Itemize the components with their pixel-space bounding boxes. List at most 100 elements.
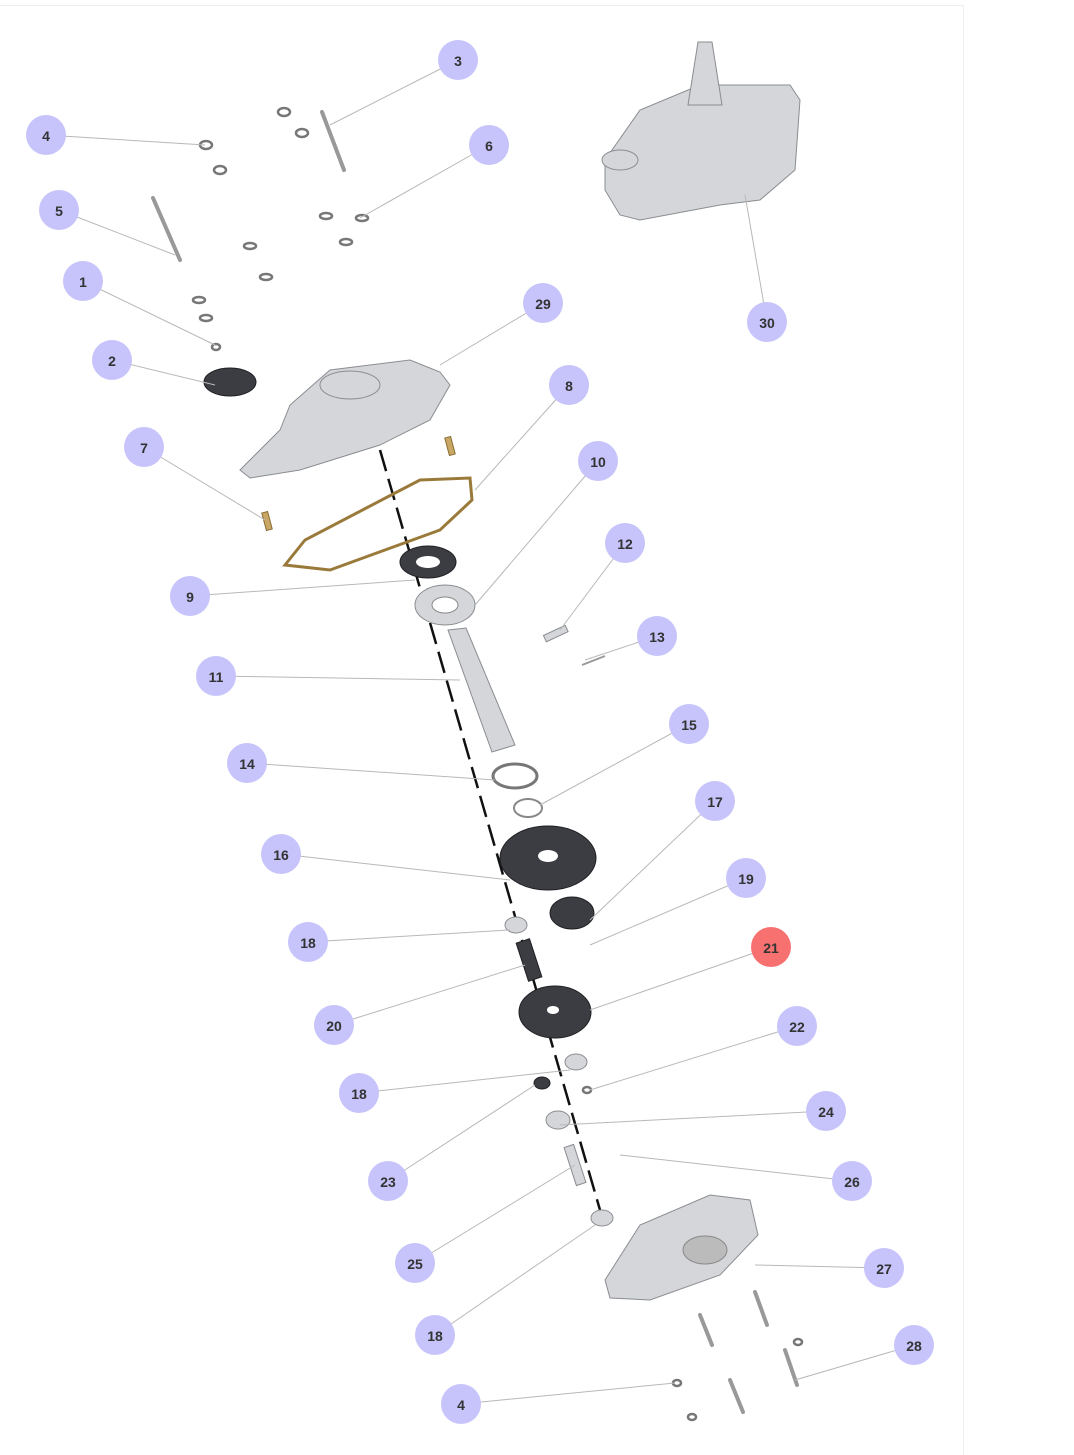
callout-part-22[interactable]: 22: [777, 1006, 817, 1046]
callout-circle[interactable]: [339, 1073, 379, 1113]
callout-circle[interactable]: [26, 115, 66, 155]
callout-part-1[interactable]: 1: [63, 261, 103, 301]
leader-line: [474, 384, 570, 491]
callout-part-11[interactable]: 11: [196, 656, 236, 696]
callout-part-18[interactable]: 18: [339, 1073, 379, 1113]
callout-circle[interactable]: [63, 261, 103, 301]
callout-part-13[interactable]: 13: [637, 616, 677, 656]
callout-label: 7: [140, 440, 148, 456]
callout-circle[interactable]: [441, 1384, 481, 1424]
callout-part-18[interactable]: 18: [288, 922, 328, 962]
leader-line: [434, 1224, 596, 1336]
callout-part-21[interactable]: 21: [751, 927, 791, 967]
callout-label: 26: [844, 1174, 860, 1190]
callout-circle[interactable]: [415, 1315, 455, 1355]
callout-circle[interactable]: [864, 1248, 904, 1288]
callout-part-9[interactable]: 9: [170, 576, 210, 616]
callout-circle[interactable]: [314, 1005, 354, 1045]
callout-circle[interactable]: [726, 858, 766, 898]
callout-part-14[interactable]: 14: [227, 743, 267, 783]
callout-part-24[interactable]: 24: [806, 1091, 846, 1131]
callout-circle[interactable]: [669, 704, 709, 744]
callout-part-6[interactable]: 6: [469, 125, 509, 165]
callout-circle[interactable]: [261, 834, 301, 874]
callout-part-4[interactable]: 4: [441, 1384, 481, 1424]
callout-part-28[interactable]: 28: [894, 1325, 934, 1365]
callout-label: 4: [42, 128, 50, 144]
callout-part-23[interactable]: 23: [368, 1161, 408, 1201]
callout-circle[interactable]: [288, 922, 328, 962]
callout-circle[interactable]: [747, 302, 787, 342]
callout-circle[interactable]: [170, 576, 210, 616]
callout-circle[interactable]: [196, 656, 236, 696]
callout-circle[interactable]: [549, 365, 589, 405]
leader-line: [474, 460, 599, 606]
callout-part-8[interactable]: 8: [549, 365, 589, 405]
callout-part-12[interactable]: 12: [605, 523, 645, 563]
callout-part-18[interactable]: 18: [415, 1315, 455, 1355]
leader-line: [589, 800, 716, 921]
parts-illustration: [151, 41, 804, 1422]
callout-part-29[interactable]: 29: [523, 283, 563, 323]
shaft-part: [447, 627, 516, 753]
callout-label: 23: [380, 1174, 396, 1190]
callout-label: 29: [535, 296, 551, 312]
callout-label: 13: [649, 629, 665, 645]
callout-label: 18: [427, 1328, 443, 1344]
leader-line: [744, 194, 768, 323]
leader-line: [539, 723, 690, 806]
callout-circle[interactable]: [777, 1006, 817, 1046]
callout-circle[interactable]: [751, 927, 791, 967]
callout-part-25[interactable]: 25: [395, 1243, 435, 1283]
callout-circle[interactable]: [92, 340, 132, 380]
callout-label: 10: [590, 454, 606, 470]
callout-circle[interactable]: [368, 1161, 408, 1201]
callout-part-15[interactable]: 15: [669, 704, 709, 744]
callout-circle[interactable]: [395, 1243, 435, 1283]
callout-circle[interactable]: [832, 1161, 872, 1201]
callout-part-3[interactable]: 3: [438, 40, 478, 80]
leader-line: [215, 675, 461, 681]
callout-label: 11: [209, 669, 224, 685]
callout-part-17[interactable]: 17: [695, 781, 735, 821]
callout-circle[interactable]: [578, 441, 618, 481]
callout-part-5[interactable]: 5: [39, 190, 79, 230]
callout-label: 27: [876, 1261, 892, 1277]
leader-line: [82, 280, 216, 346]
callout-label: 12: [617, 536, 633, 552]
callout-circle[interactable]: [523, 283, 563, 323]
leader-line: [307, 929, 511, 943]
callout-part-2[interactable]: 2: [92, 340, 132, 380]
callout-circle[interactable]: [469, 125, 509, 165]
callout-circle[interactable]: [124, 427, 164, 467]
leader-line: [387, 1084, 536, 1182]
callout-part-10[interactable]: 10: [578, 441, 618, 481]
callout-part-26[interactable]: 26: [832, 1161, 872, 1201]
callout-part-4[interactable]: 4: [26, 115, 66, 155]
callout-circle[interactable]: [605, 523, 645, 563]
leader-line: [439, 302, 544, 366]
callout-part-30[interactable]: 30: [747, 302, 787, 342]
callout-label: 15: [681, 717, 697, 733]
callout-circle[interactable]: [806, 1091, 846, 1131]
bolts: [151, 110, 799, 1414]
callout-part-19[interactable]: 19: [726, 858, 766, 898]
callout-part-7[interactable]: 7: [124, 427, 164, 467]
callout-part-16[interactable]: 16: [261, 834, 301, 874]
callout-label: 18: [300, 935, 316, 951]
callout-label: 6: [485, 138, 493, 154]
callout-circle[interactable]: [227, 743, 267, 783]
callout-circle[interactable]: [695, 781, 735, 821]
leader-line: [589, 877, 747, 946]
leader-line: [333, 964, 526, 1026]
callout-circle[interactable]: [894, 1325, 934, 1365]
callout-label: 19: [738, 871, 754, 887]
callout-circle[interactable]: [438, 40, 478, 80]
callout-circle[interactable]: [637, 616, 677, 656]
callout-part-20[interactable]: 20: [314, 1005, 354, 1045]
callout-circle[interactable]: [39, 190, 79, 230]
callout-part-27[interactable]: 27: [864, 1248, 904, 1288]
callout-label: 30: [759, 315, 775, 331]
leader-line: [794, 1344, 915, 1381]
assembled-gearbox-part: [601, 41, 801, 221]
